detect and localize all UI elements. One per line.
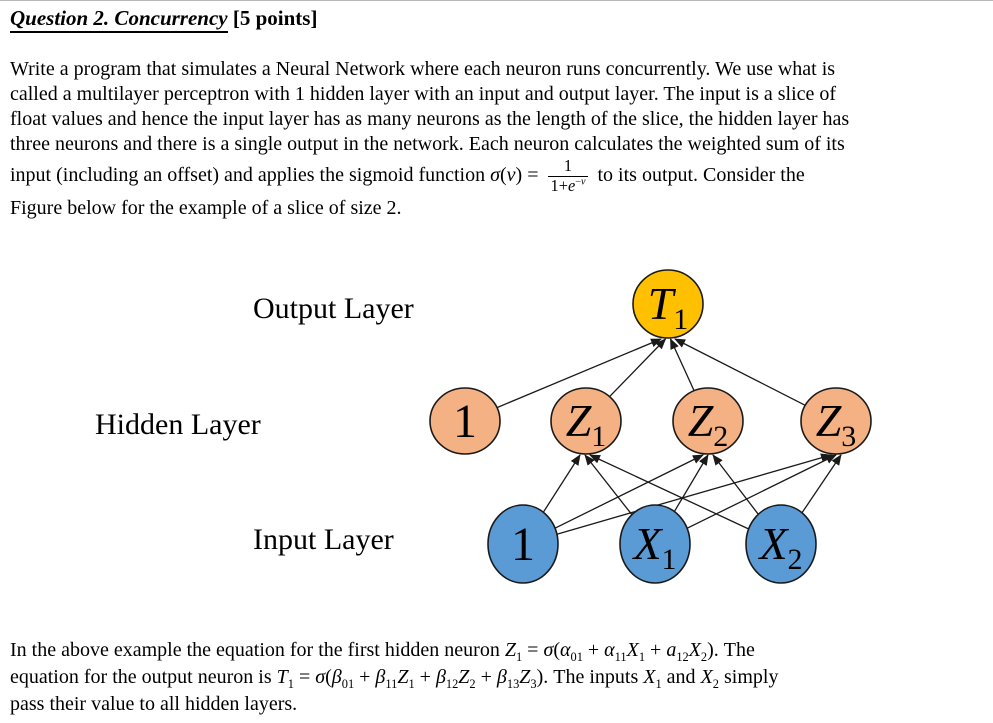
node-label-H0: 1	[453, 395, 477, 448]
page-top-divider	[0, 0, 993, 1]
layer-label-2: Input Layer	[253, 523, 394, 556]
paragraph-line: called a multilayer perceptron with 1 hi…	[10, 83, 837, 105]
intro-paragraph: Write a program that simulates a Neural …	[10, 57, 849, 221]
paragraph-line: pass their value to all hidden layers.	[10, 693, 298, 715]
node-label-X1: X1	[631, 518, 676, 576]
edge-X1-Z2	[673, 454, 709, 512]
paragraph-line: Figure below for the example of a slice …	[10, 196, 402, 219]
node-label-Z2: Z2	[688, 395, 729, 453]
edge-X2-Z3	[801, 454, 842, 514]
question-title-text: Question 2. Concurrency	[10, 6, 228, 33]
paragraph-line: Write a program that simulates a Neural …	[10, 58, 836, 80]
question-title: Question 2. Concurrency [5 points]	[10, 6, 318, 33]
question-points-label: [5 points]	[227, 6, 318, 30]
equation-line-output-neuron: equation for the output neuron is T1 = σ…	[10, 666, 779, 691]
node-label-I0: 1	[511, 518, 535, 571]
paragraph-line: three neurons and there is a single outp…	[10, 133, 845, 155]
node-I0	[487, 504, 559, 584]
sigmoid-formula-line: input (including an offset) and applies …	[10, 156, 805, 196]
node-Z1	[550, 387, 622, 455]
node-T1	[632, 269, 704, 339]
node-label-X2: X2	[757, 518, 802, 576]
edge-X2-Z2	[712, 454, 759, 515]
node-label-Z1: Z1	[566, 395, 607, 453]
node-X2	[745, 504, 817, 584]
layer-label-0: Output Layer	[253, 292, 414, 325]
edge-Z1-T1	[609, 338, 667, 398]
edge-Z2-T1	[669, 338, 695, 391]
edge-I0-Z3	[556, 453, 832, 535]
node-Z3	[800, 387, 872, 455]
node-label-T1: T1	[648, 278, 689, 336]
node-H0	[429, 387, 501, 455]
node-Z2	[672, 387, 744, 455]
node-label-Z3: Z3	[816, 395, 857, 453]
edge-I0-Z1	[542, 454, 581, 513]
edge-X2-Z1	[589, 454, 749, 530]
paragraph-line: float values and hence the input layer h…	[10, 108, 850, 130]
edge-Z3-T1	[674, 338, 806, 406]
edge-H0-T1	[496, 338, 662, 409]
edge-X1-Z3	[686, 454, 837, 529]
equation-line-hidden-neuron: In the above example the equation for th…	[10, 639, 755, 664]
node-X1	[619, 504, 691, 584]
closing-paragraph: In the above example the equation for th…	[10, 637, 778, 718]
layer-label-1: Hidden Layer	[95, 408, 261, 441]
edge-X1-Z1	[584, 454, 633, 516]
edge-I0-Z2	[554, 454, 704, 529]
